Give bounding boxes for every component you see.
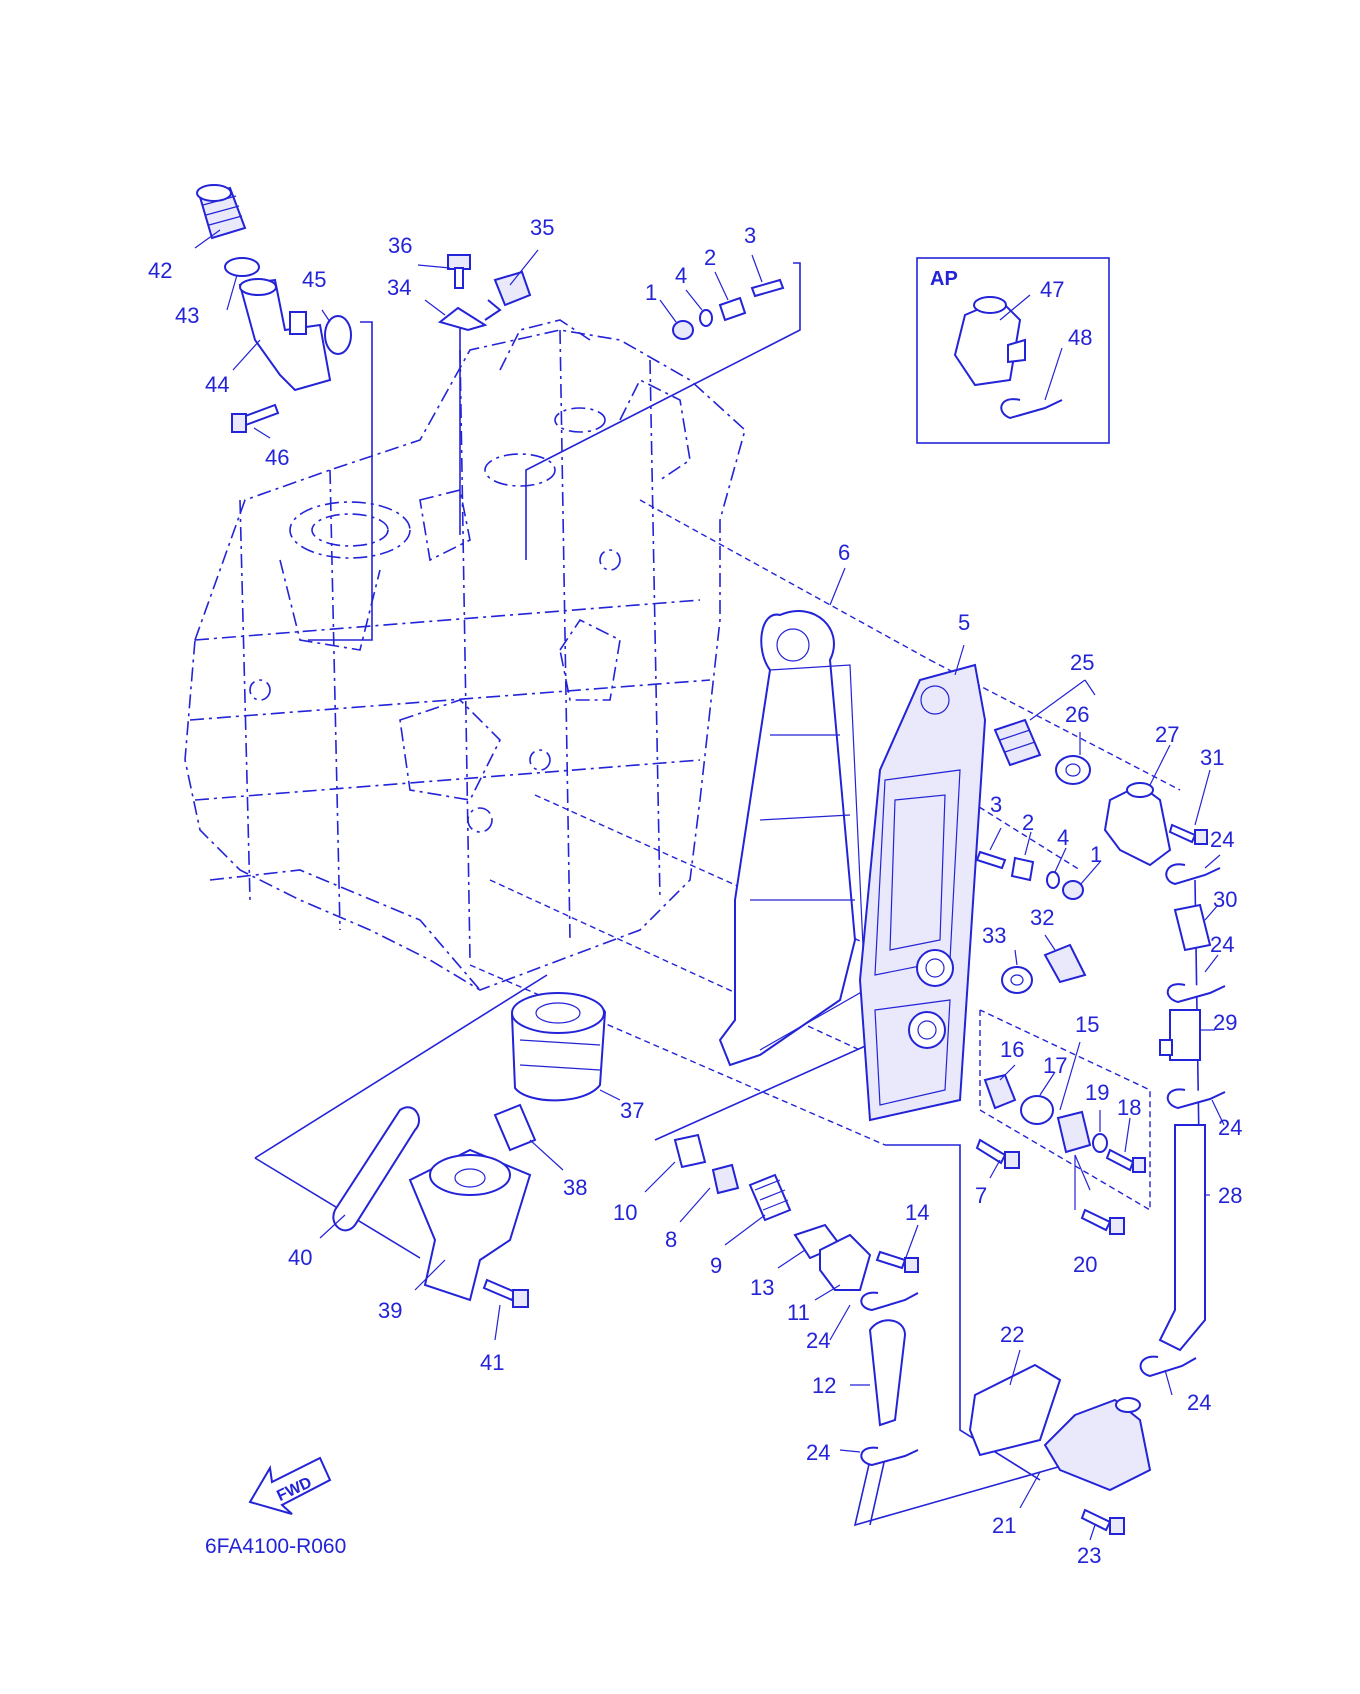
part-number-24: 24	[806, 1440, 830, 1465]
part-number-14: 14	[905, 1200, 929, 1225]
part-number-44: 44	[205, 372, 229, 397]
part-number-48: 48	[1068, 325, 1092, 350]
oil-filter-parts	[332, 992, 607, 1308]
part-number-46: 46	[265, 445, 289, 470]
part-number-12: 12	[812, 1373, 836, 1398]
part-number-45: 45	[302, 267, 326, 292]
top-left-parts	[196, 184, 352, 433]
part-number-24: 24	[1210, 932, 1234, 957]
part-number-27: 27	[1155, 722, 1179, 747]
hose-parts	[860, 863, 1226, 1467]
part-number-3: 3	[990, 792, 1002, 817]
gasket-6	[718, 610, 866, 1067]
part-number-25: 25	[1070, 650, 1094, 675]
part-number-36: 36	[388, 233, 412, 258]
part-number-33: 33	[982, 923, 1006, 948]
part-number-5: 5	[958, 610, 970, 635]
part-number-34: 34	[387, 275, 411, 300]
lower-middle-parts	[673, 1073, 1146, 1291]
part-number-26: 26	[1065, 702, 1089, 727]
part-number-28: 28	[1218, 1183, 1242, 1208]
cylinder-block	[184, 319, 746, 991]
part-number-6: 6	[838, 540, 850, 565]
part-number-40: 40	[288, 1245, 312, 1270]
part-number-11: 11	[787, 1300, 810, 1325]
diagram-code: 6FA4100-R060	[205, 1535, 346, 1558]
part-number-9: 9	[710, 1253, 722, 1278]
ap-label: AP	[930, 268, 958, 290]
part-number-43: 43	[175, 303, 199, 328]
number-leaders	[194, 229, 1225, 1541]
part-number-22: 22	[1000, 1322, 1024, 1347]
part-number-20: 20	[1073, 1252, 1097, 1277]
part-number-37: 37	[620, 1098, 644, 1123]
part-number-35: 35	[530, 215, 554, 240]
part-number-17: 17	[1043, 1053, 1067, 1078]
ap-inset-box: AP	[916, 257, 1110, 444]
exhaust-cover-5	[858, 663, 987, 1122]
part-number-4: 4	[1057, 825, 1069, 850]
part-number-2: 2	[1022, 810, 1034, 835]
part-number-8: 8	[665, 1227, 677, 1252]
part-number-13: 13	[750, 1275, 774, 1300]
right-parts	[975, 718, 1208, 994]
part-number-15: 15	[1075, 1012, 1099, 1037]
part-number-19: 19	[1085, 1080, 1109, 1105]
part-number-18: 18	[1117, 1095, 1141, 1120]
part-number-31: 31	[1200, 745, 1224, 770]
top-middle-parts	[437, 254, 785, 340]
part-number-16: 16	[1000, 1037, 1024, 1062]
part-number-4: 4	[675, 263, 687, 288]
part-number-24: 24	[806, 1328, 830, 1353]
leader-lines	[254, 262, 1201, 1527]
part-number-24: 24	[1218, 1115, 1242, 1140]
part-number-32: 32	[1030, 905, 1054, 930]
bottom-right-parts	[968, 1363, 1152, 1535]
fwd-arrow-icon: FWD	[248, 1456, 332, 1515]
part-number-39: 39	[378, 1298, 402, 1323]
part-number-47: 47	[1040, 277, 1064, 302]
part-number-38: 38	[563, 1175, 587, 1200]
part-number-29: 29	[1213, 1010, 1237, 1035]
part-number-labels: 1 1 2 2 3 3 4 4 5 6 7 8 9 10 11 12 13 14…	[148, 215, 1242, 1568]
part-number-3: 3	[744, 223, 756, 248]
part-number-41: 41	[480, 1350, 504, 1375]
part-number-1: 1	[645, 280, 657, 305]
part-number-2: 2	[704, 245, 716, 270]
part-number-10: 10	[613, 1200, 637, 1225]
part-number-21: 21	[992, 1513, 1016, 1538]
part-number-24: 24	[1187, 1390, 1211, 1415]
part-number-1: 1	[1090, 842, 1102, 867]
part-number-23: 23	[1077, 1543, 1101, 1568]
part-number-30: 30	[1213, 887, 1237, 912]
part-number-42: 42	[148, 258, 172, 283]
part-number-24: 24	[1210, 827, 1234, 852]
part-number-7: 7	[975, 1183, 987, 1208]
